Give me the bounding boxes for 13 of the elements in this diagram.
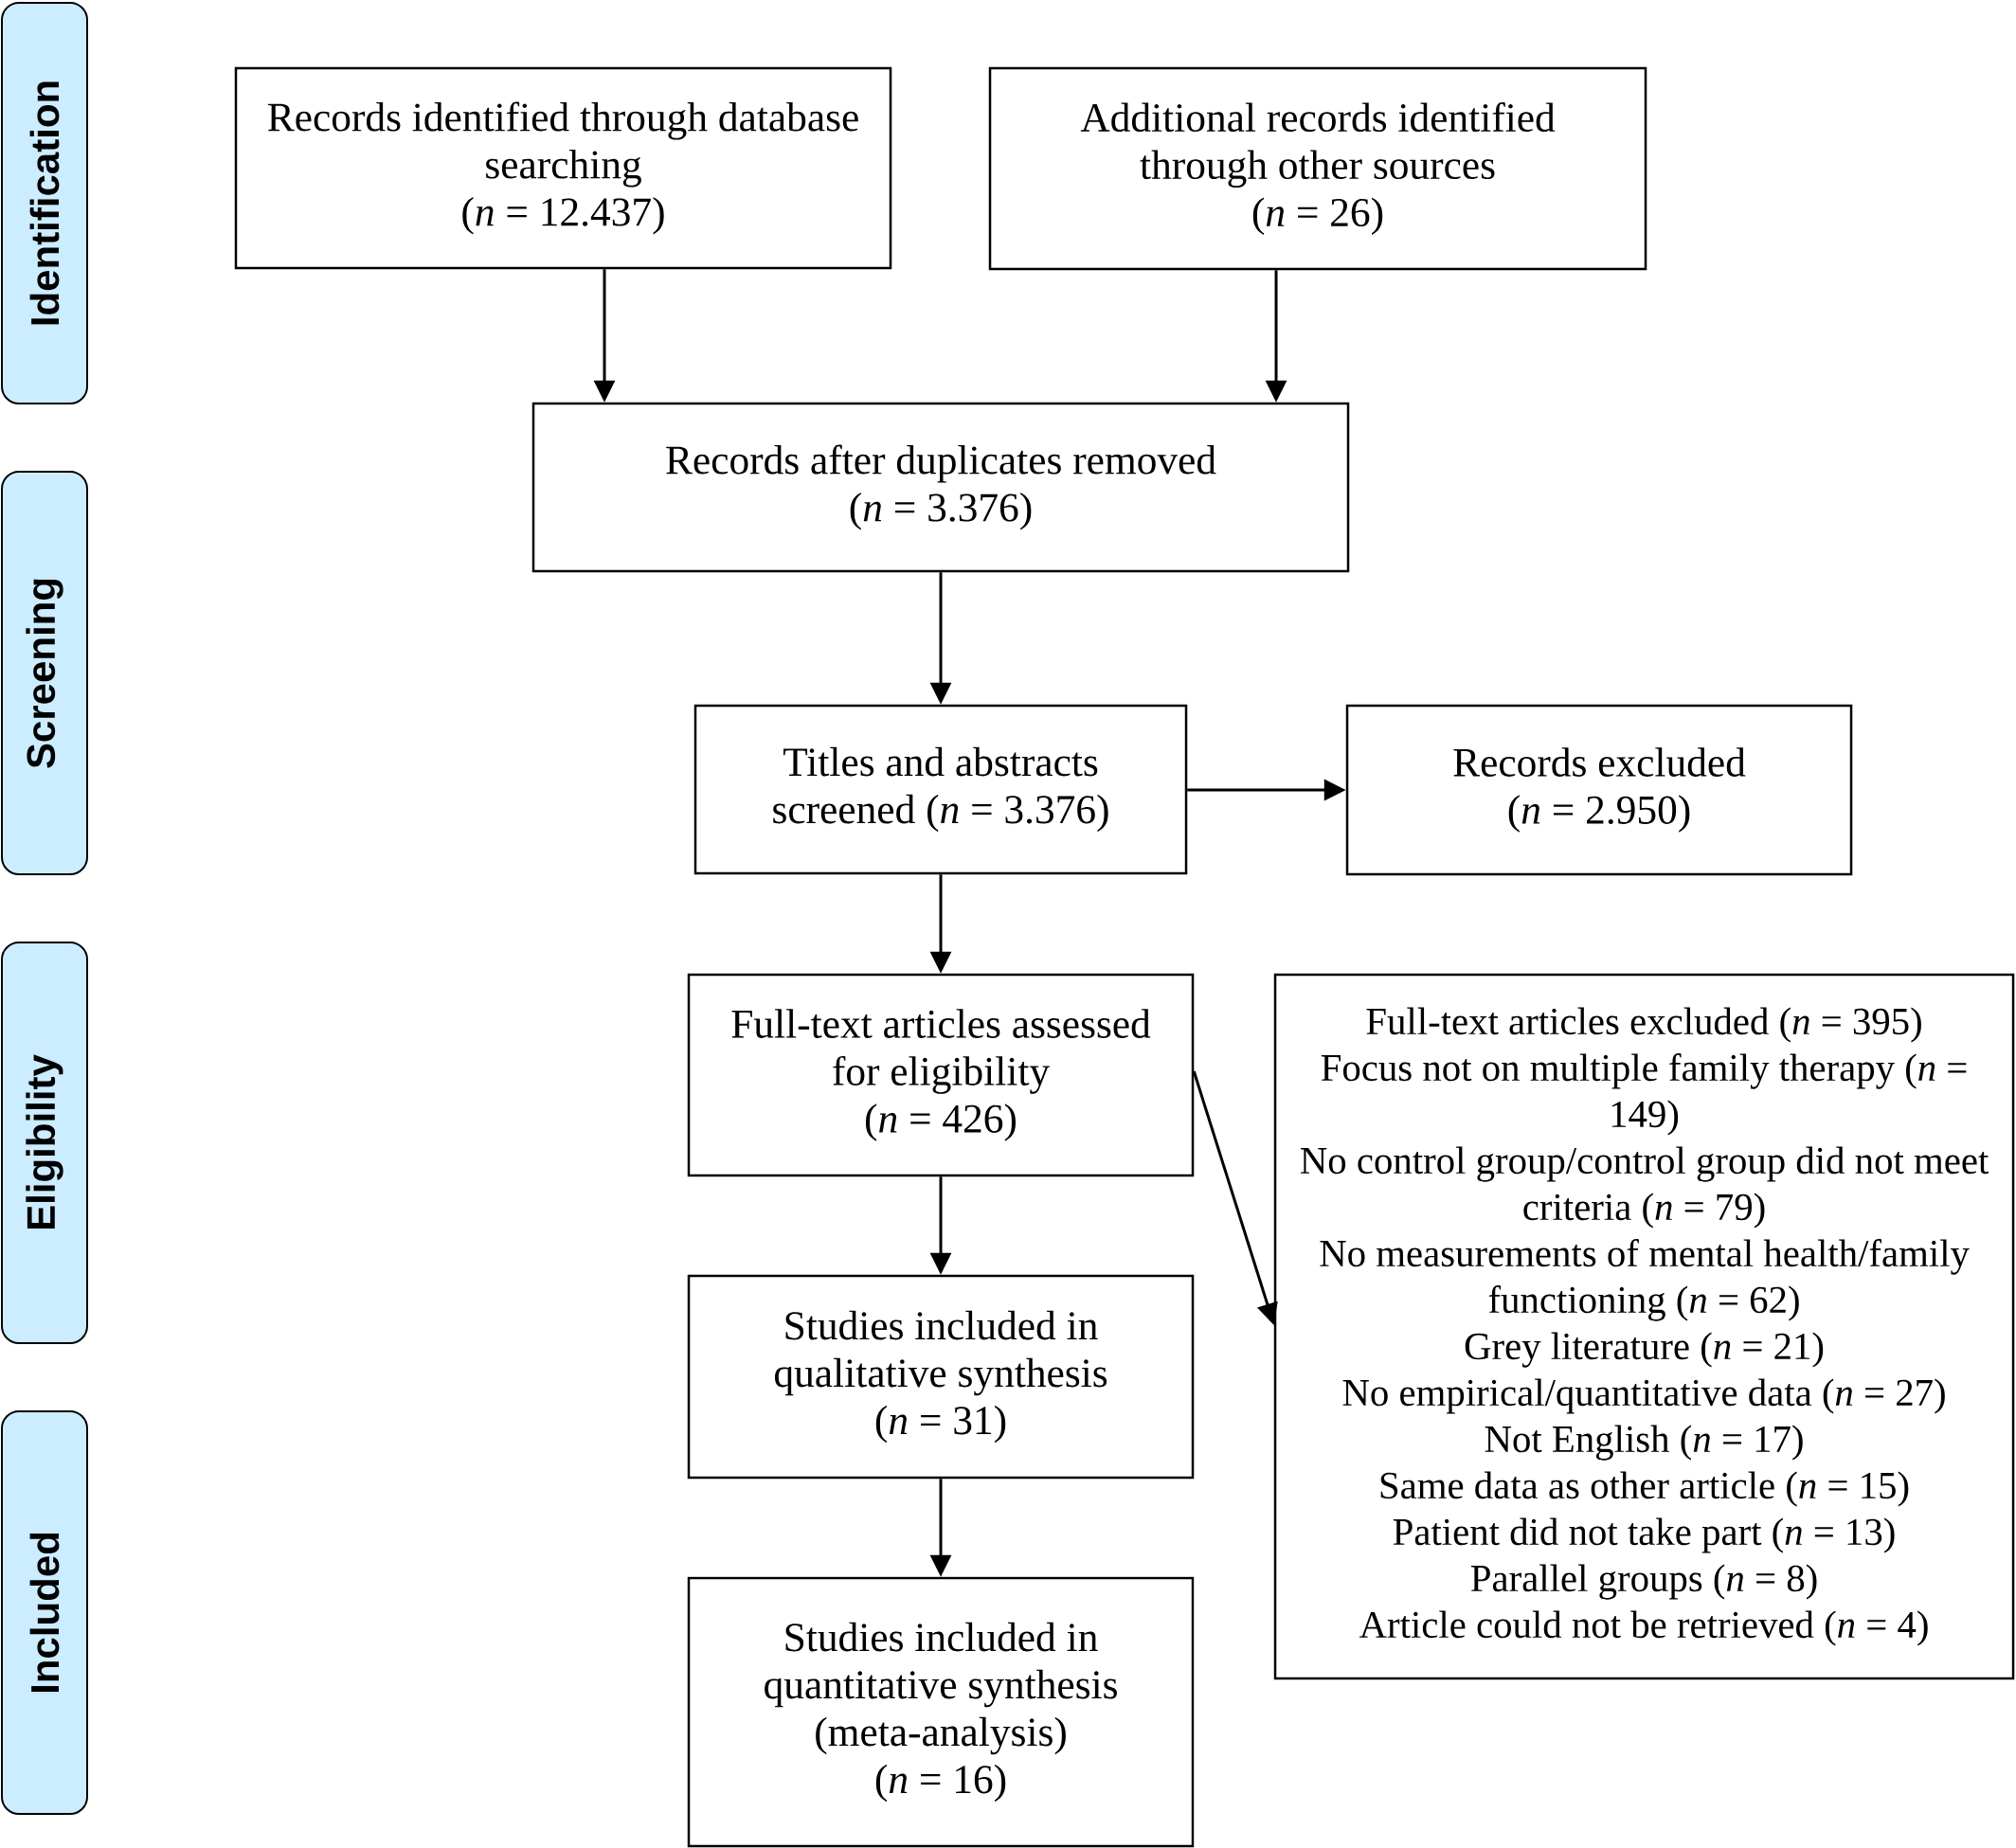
process-box: Studies included in qualitative synthesis (n = 31) — [687, 1274, 1195, 1480]
phase-band: Screening — [1, 471, 88, 875]
process-box: Titles and abstracts screened (n = 3.376) — [693, 704, 1188, 875]
process-box: Studies included in quantitative synthesis (meta-analysis) (n = 16) — [687, 1576, 1195, 1848]
phase-band: Included — [1, 1410, 88, 1816]
exclusion-box: Records excluded (n = 2.950) — [1345, 704, 1853, 876]
process-box: Records after duplicates removed (n = 3.376) — [531, 402, 1350, 573]
phase-band: Eligibility — [1, 942, 88, 1345]
process-box: Full-text articles assessed for eligibility (n = 426) — [687, 973, 1195, 1177]
phase-band: Identification — [1, 2, 88, 404]
process-box: Additional records identified through other sources (n = 26) — [988, 66, 1647, 271]
exclusion-box: Full-text articles excluded (n = 395) Focus not on multiple family therapy (n = 149) No control group/control group did not meet criteria (n = 79) No measurements of mental health/family functioning (n = 62) Grey literature (n = 21) No empirical/quantitative data (n = 27) Not English (n = 17) Same data as other article (n = 15) Patient did not take part (n = 13) Parallel groups (n = 8) Article could not be retrieved (n = 4) — [1273, 973, 2015, 1680]
process-box: Records identified through database searching (n = 12.437) — [234, 66, 892, 270]
